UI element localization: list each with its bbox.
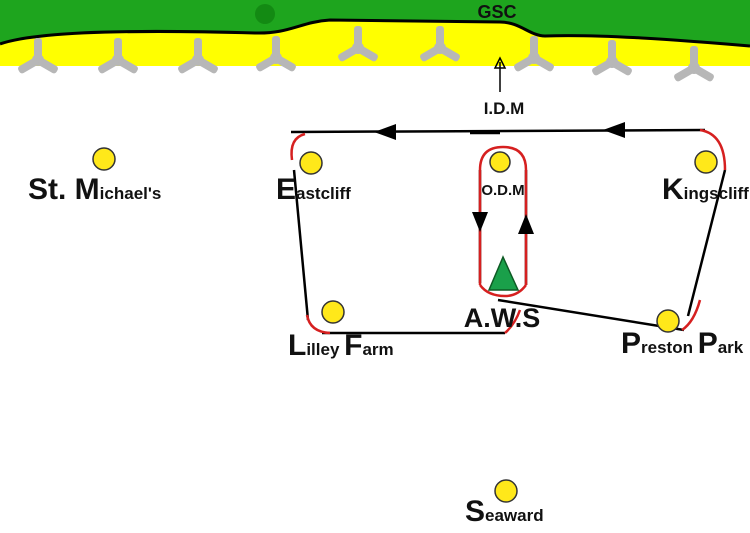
- red-corner-sw: [305, 314, 331, 335]
- idm-label: I.D.M: [484, 99, 525, 118]
- red-corner-nw: [290, 132, 306, 161]
- tripod-groyne-icon: [514, 36, 554, 72]
- red-aws-link: [478, 284, 528, 334]
- red-inner-loop: [478, 145, 528, 285]
- yellow-dot-icon: [299, 151, 323, 175]
- markers: [92, 147, 718, 503]
- arrows: [374, 122, 625, 234]
- odm-label: O.D.M: [481, 182, 524, 199]
- tree-dot: [255, 4, 275, 24]
- red-corner-ne: [699, 128, 727, 171]
- beach-strip: [0, 20, 750, 66]
- tripod-groyne-icon: [178, 38, 218, 74]
- label-preston-park: Preston Park: [621, 327, 744, 360]
- tripod-groyne-icon: [420, 26, 460, 62]
- yellow-dot-icon: [494, 479, 518, 503]
- label-eastcliff: Eastcliff: [276, 173, 351, 206]
- label-seaward: Seaward: [465, 495, 544, 528]
- yellow-dot-icon: [694, 150, 718, 174]
- red-corner-se: [681, 299, 702, 332]
- arrow-icon: [493, 56, 507, 69]
- tripod-groyne-icon: [256, 36, 296, 72]
- yellow-dot-icon: [489, 151, 511, 173]
- arrow-icon: [518, 214, 534, 234]
- tripod-groyne-icon: [674, 46, 714, 82]
- aws-label: A.W.S: [464, 303, 541, 333]
- yellow-dot-icon: [656, 309, 680, 333]
- arrow-icon: [472, 212, 488, 232]
- green-triangle-icon: [487, 255, 520, 291]
- routes: [290, 128, 727, 335]
- tripod-groyne-icon: [98, 38, 138, 74]
- label-lilley-farm: Lilley Farm: [288, 329, 394, 362]
- tripod-groyne-icon: [18, 38, 58, 74]
- label-kingscliff: Kingscliff: [662, 173, 749, 206]
- arrow-icon: [603, 122, 625, 138]
- tripod-groyne-icon: [338, 26, 378, 62]
- yellow-dot-icon: [92, 147, 116, 171]
- coast-line: [0, 18, 750, 48]
- coastline-region: [0, 0, 750, 66]
- yellow-dot-icon: [321, 300, 345, 324]
- idm-arrow: [493, 56, 507, 92]
- arrow-icon: [374, 124, 396, 140]
- label-st-michaels: St. Michael's: [28, 173, 161, 206]
- outer-route-black: [290, 128, 727, 335]
- tripod-groyne-icon: [592, 40, 632, 76]
- map-title: GSC: [477, 2, 516, 22]
- groynes: [18, 26, 714, 82]
